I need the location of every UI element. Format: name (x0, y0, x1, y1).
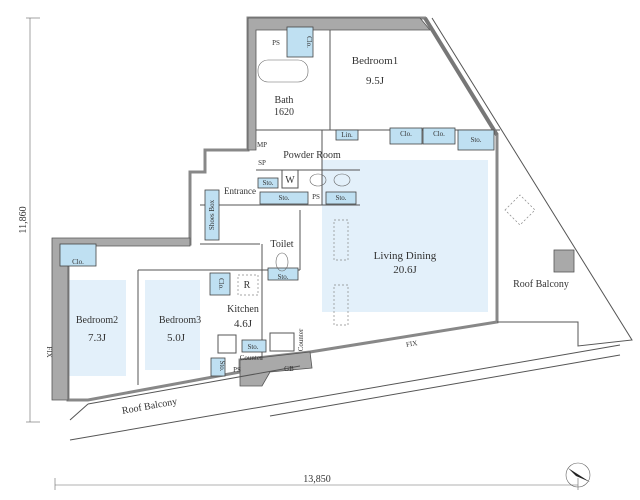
entrance-label: Entrance (224, 186, 256, 196)
toilet-fixture (275, 252, 289, 272)
clo-label: Clo. (305, 36, 313, 48)
kitchen-label: Kitchen (227, 304, 259, 315)
sto-label: Sto. (247, 343, 258, 351)
sink-1 (309, 173, 327, 187)
sink-kitchen (269, 332, 295, 352)
skylight-1 (333, 219, 349, 261)
counter-label: Counter (240, 354, 263, 362)
clo-label: Clo. (433, 130, 445, 138)
powder-room-label: Powder Room (283, 150, 341, 161)
bedroom2-label: Bedroom2 (76, 315, 118, 326)
gb-label: GB (284, 365, 294, 373)
mp-label: MP (257, 141, 267, 149)
lin-label: Lin. (341, 131, 353, 139)
width-label: 13,850 (303, 474, 331, 485)
toilet-label: Toilet (270, 239, 293, 250)
height-label: 11,860 (18, 206, 29, 233)
kitchen-size: 4.6J (234, 318, 253, 330)
closet-2 (422, 127, 456, 145)
sto-label: Sto. (278, 194, 289, 202)
bath-size: 1620 (274, 107, 294, 118)
sink-2 (333, 173, 351, 187)
w-label: W (285, 175, 295, 186)
sto-label: Sto. (218, 360, 226, 371)
r-label: R (244, 280, 251, 291)
storage-kitchen (241, 339, 267, 353)
shoes-box-label: Shoes Box (208, 199, 216, 230)
bedroom3-floor (145, 280, 200, 370)
column (553, 249, 575, 273)
storage-living (457, 129, 495, 151)
storage-bottom (210, 357, 226, 377)
dimension-width: 13,850 (54, 474, 579, 490)
bath-label: Bath (275, 95, 294, 106)
refrigerator-space (237, 274, 259, 296)
bedroom3-label: Bedroom3 (159, 315, 201, 326)
stove (217, 334, 237, 354)
ps-label: PS (272, 39, 280, 47)
ps-label: PS (312, 193, 320, 201)
wall-bottom-kitchen (239, 351, 313, 387)
sto-label: Sto. (277, 273, 288, 281)
storage-powder (325, 191, 357, 205)
living-dining-label: Living Dining (374, 250, 437, 262)
living-dining-size: 20.6J (393, 264, 417, 276)
closet-bedroom3 (209, 272, 231, 296)
dimension-height: 11,860 (18, 17, 40, 423)
washer-box (281, 169, 299, 189)
fix-label: FIX (45, 346, 53, 357)
clo-label: Clo. (400, 130, 412, 138)
closet-1 (389, 127, 423, 145)
linen-storage (335, 129, 359, 141)
clo-label: Clo. (72, 258, 84, 266)
bathtub (257, 59, 309, 83)
storage-hall (259, 191, 309, 205)
counter-label: Counter (297, 328, 305, 351)
skylight-2 (333, 284, 349, 326)
outer-wall (66, 16, 499, 402)
bedroom3-size: 5.0J (167, 332, 186, 344)
roof-balcony-bottom-label: Roof Balcony (121, 396, 178, 417)
storage-toilet (267, 267, 299, 281)
closet-bedroom1 (286, 26, 314, 58)
bedroom2-floor (68, 280, 126, 376)
ps-label: PS (233, 366, 241, 374)
sto-label: Sto. (470, 136, 481, 144)
bedroom2-size: 7.3J (88, 332, 107, 344)
fix-label: FIX (405, 339, 417, 349)
bedroom1-size: 9.5J (366, 75, 385, 87)
wall-top (247, 17, 431, 151)
bedroom1-label: Bedroom1 (352, 55, 398, 67)
clo-label: Clo. (217, 278, 225, 290)
north-arrow-icon (565, 462, 591, 488)
sto-label: Sto. (262, 179, 273, 187)
living-dining-floor (322, 160, 488, 312)
roof-balcony-right-label: Roof Balcony (513, 279, 569, 290)
sp-label: SP (258, 159, 266, 167)
shoes-box (204, 189, 220, 241)
closet-bedroom2 (59, 243, 97, 267)
roof-balcony-right-outline (431, 17, 633, 347)
sto-label: Sto. (335, 194, 346, 202)
storage-entrance (257, 177, 279, 189)
